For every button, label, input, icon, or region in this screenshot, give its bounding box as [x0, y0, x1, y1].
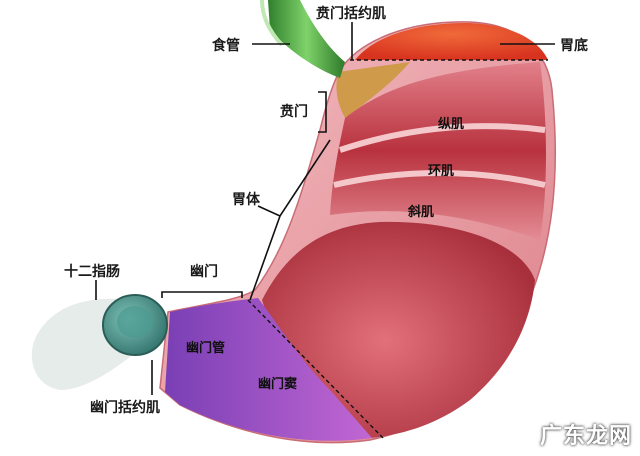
muscle-layers — [330, 62, 546, 240]
pylorus-label: 幽门 — [190, 263, 218, 280]
muscle-divider-1 — [339, 123, 546, 153]
fundus-label: 胃底 — [560, 37, 588, 54]
esophagus-label: 食管 — [212, 37, 240, 54]
pyloric-region — [165, 298, 372, 441]
oblique-muscle-label: 斜肌 — [407, 204, 434, 220]
pylorus-boundary-line — [247, 299, 386, 441]
body-label: 胃体 — [232, 191, 261, 208]
watermark-text: 广东龙网 — [539, 424, 632, 449]
longitudinal-muscle-label: 纵肌 — [438, 116, 464, 132]
duodenum-lumen — [117, 306, 153, 338]
pyloric-antrum-label: 幽门窦 — [258, 376, 297, 392]
pylorus-bracket — [161, 291, 243, 298]
cardia-label: 贲门 — [280, 103, 308, 120]
body-line-down — [249, 215, 281, 301]
esophagus-highlight — [260, 0, 284, 47]
pyloric-canal-label: 幽门管 — [186, 340, 225, 356]
fundus-region — [355, 22, 548, 60]
circular-muscle-label: 环肌 — [428, 164, 454, 179]
cardia-bracket — [318, 91, 327, 133]
muscle-divider-2 — [333, 170, 546, 188]
duodenum-label: 十二指肠 — [64, 263, 120, 280]
cardiac-sphincter-label: 贲门括约肌 — [316, 5, 386, 22]
mucosa-interior — [262, 221, 535, 438]
cardia-region — [336, 62, 410, 118]
pyloric-sphincter-label: 幽门括约肌 — [90, 399, 160, 416]
esophagus-tube — [268, 0, 345, 78]
